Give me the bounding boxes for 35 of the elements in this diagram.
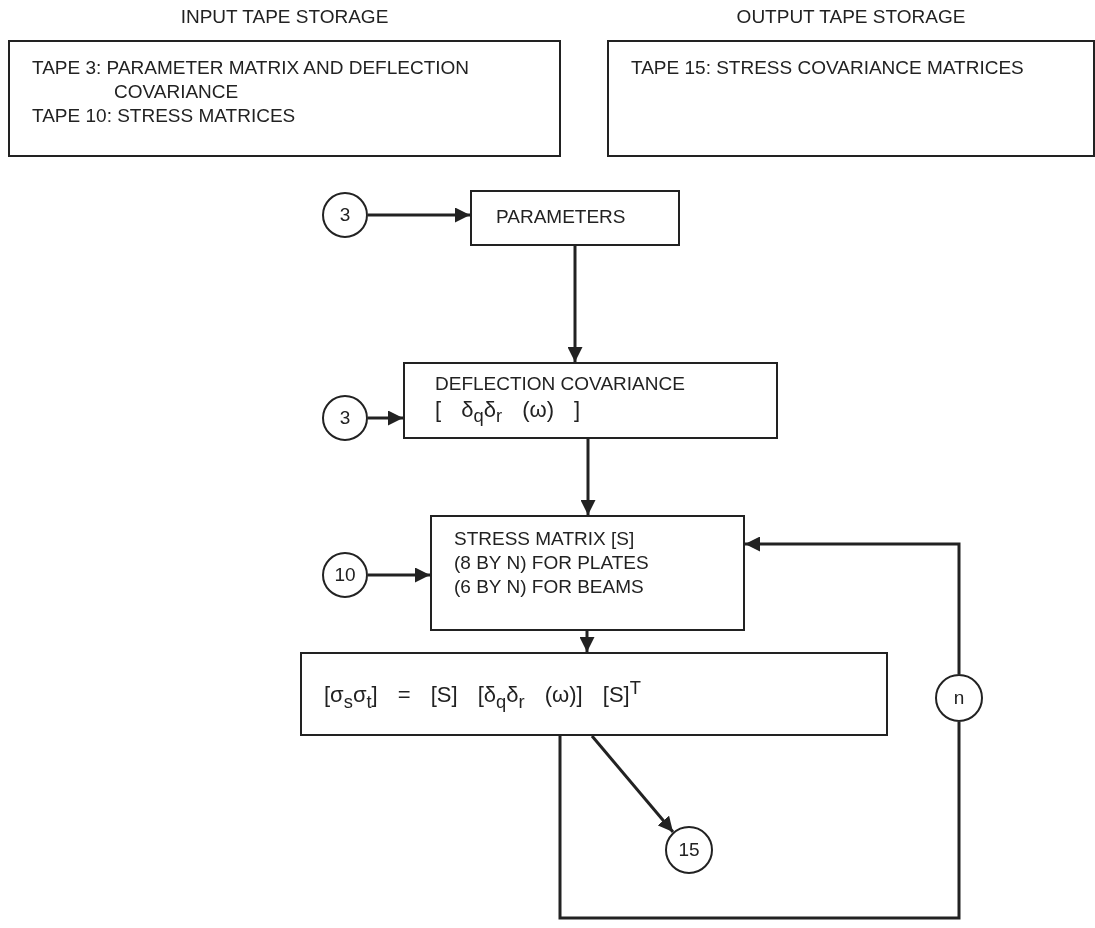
arrow [368, 410, 403, 426]
tape-connector-circle [322, 192, 368, 238]
formula: [σ$_{s}$σ$_{t}$] = [S] [δ$_{q}$δ$_{r}$ (ω)] [S]$^{T}$ [324, 676, 642, 714]
arrow [590, 735, 675, 833]
tape-connector-circle [665, 826, 713, 874]
section-heading: INPUT TAPE STORAGE [179, 6, 390, 28]
arrow [567, 246, 583, 362]
tape-number: n [953, 687, 965, 709]
process-box [300, 652, 888, 736]
box-text: STRESS MATRIX [S] [454, 527, 636, 551]
tape-entry: TAPE 15: STRESS COVARIANCE MATRICES [631, 56, 1025, 80]
tape-number: 3 [339, 407, 351, 429]
arrow [579, 631, 595, 652]
process-box [470, 190, 680, 246]
box-text: (8 BY N) FOR PLATES [454, 551, 650, 575]
process-box [403, 362, 778, 439]
tape-number: 15 [678, 839, 700, 861]
formula: [ δ$_{q}$δ$_{r}$ (ω) ] [435, 398, 582, 429]
tape-number: 3 [339, 204, 351, 226]
section-heading: OUTPUT TAPE STORAGE [735, 6, 967, 28]
arrow [580, 439, 596, 515]
box-text: (6 BY N) FOR BEAMS [454, 575, 645, 599]
box-text: PARAMETERS [496, 205, 627, 229]
tape-connector-circle [322, 395, 368, 441]
tape-entry: TAPE 10: STRESS MATRICES [32, 104, 297, 128]
box-text: DEFLECTION COVARIANCE [435, 372, 686, 396]
connector-line [558, 722, 961, 920]
arrow [368, 207, 470, 223]
arrow [368, 567, 430, 583]
tape-entry: TAPE 3: PARAMETER MATRIX AND DEFLECTION COVARIANCE [32, 56, 471, 104]
tape-number: 10 [334, 564, 356, 586]
arrow [745, 536, 961, 674]
tape-connector-circle [322, 552, 368, 598]
process-box [430, 515, 745, 631]
tape-connector-circle [935, 674, 983, 722]
